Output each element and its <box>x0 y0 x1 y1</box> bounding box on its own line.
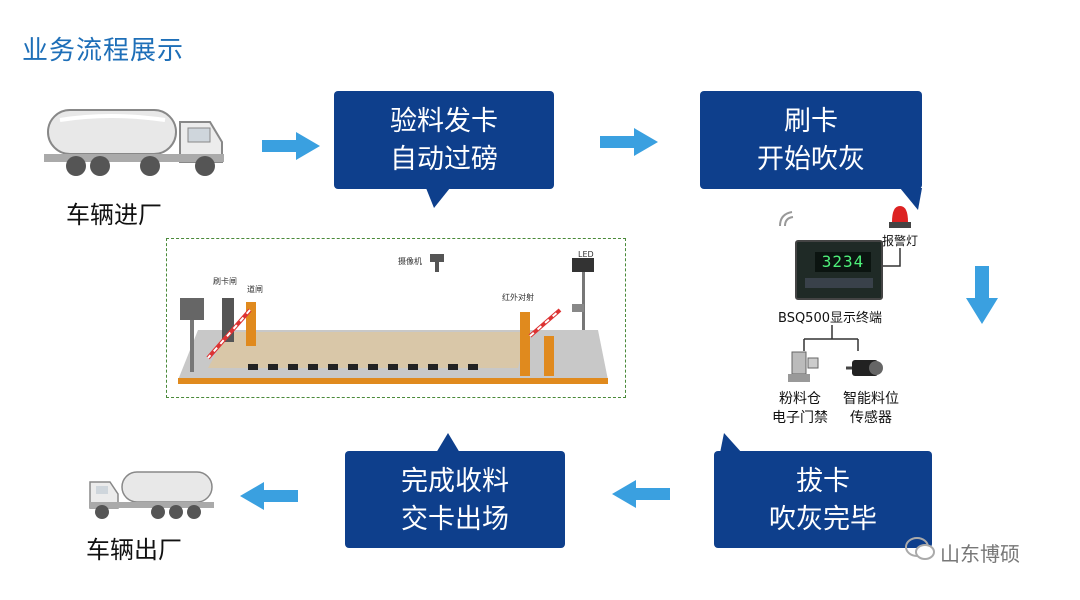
step1-line2: 自动过磅 <box>390 144 498 175</box>
tanker-truck-out-icon <box>89 471 214 519</box>
arrow-left-icon <box>240 482 298 510</box>
step4-line2: 交卡出场 <box>401 504 509 535</box>
camera-label: 摄像机 <box>398 257 422 266</box>
arrow-right-icon <box>600 128 658 156</box>
step3-line1: 拔卡 <box>796 466 850 497</box>
step3-line2: 吹灰完毕 <box>769 504 877 535</box>
step2-callout: 刷卡 开始吹灰 <box>700 91 922 189</box>
infrared-label: 红外对射 <box>502 293 534 302</box>
step1-line1: 验料发卡 <box>390 106 498 137</box>
barrier-label: 道闸 <box>247 285 263 294</box>
step4-callout: 完成收料 交卡出场 <box>345 451 565 548</box>
terminal-keypad <box>805 278 873 288</box>
connector-lines <box>803 325 859 351</box>
door-lock-icon <box>788 351 819 382</box>
card-reader-label: 刷卡闸 <box>213 277 237 286</box>
truck-in-label: 车辆进厂 <box>66 201 162 229</box>
watermark: 山东博硕 <box>940 542 1020 566</box>
step1-callout: 验料发卡 自动过磅 <box>334 91 554 189</box>
terminal-display: 3234 <box>815 252 871 272</box>
terminal-label: BSQ500显示终端 <box>778 311 882 326</box>
page-title: 业务流程展示 <box>22 36 185 66</box>
arrow-right-icon <box>262 132 320 160</box>
step4-line1: 完成收料 <box>401 466 509 497</box>
led-label: LED <box>578 250 594 259</box>
callout-pointer <box>426 188 450 208</box>
callout-pointer <box>720 433 742 453</box>
level-sensor-icon <box>846 360 883 376</box>
step3-callout: 拔卡 吹灰完毕 <box>714 451 932 548</box>
bsq500-terminal: 3234 <box>795 240 883 300</box>
wechat-icon <box>905 537 935 560</box>
alarm-label: 报警灯 <box>882 234 919 248</box>
callout-pointer <box>900 188 922 210</box>
connector-line <box>876 248 901 267</box>
weighbridge-scene <box>166 238 626 398</box>
alarm-light-icon <box>889 206 911 228</box>
truck-out-label: 车辆出厂 <box>86 536 182 564</box>
arrow-down-icon <box>966 266 998 324</box>
weighbridge-illustration <box>178 254 608 384</box>
level-sensor-label: 智能料位 传感器 <box>843 391 899 426</box>
tanker-truck-in-icon <box>44 109 224 176</box>
step2-line1: 刷卡 <box>784 106 838 137</box>
step2-line2: 开始吹灰 <box>757 144 865 175</box>
callout-pointer <box>436 433 460 453</box>
arrow-left-icon <box>612 480 670 508</box>
silo-access-label: 粉料仓 电子门禁 <box>772 391 828 426</box>
wireless-signal-icon <box>779 211 794 227</box>
